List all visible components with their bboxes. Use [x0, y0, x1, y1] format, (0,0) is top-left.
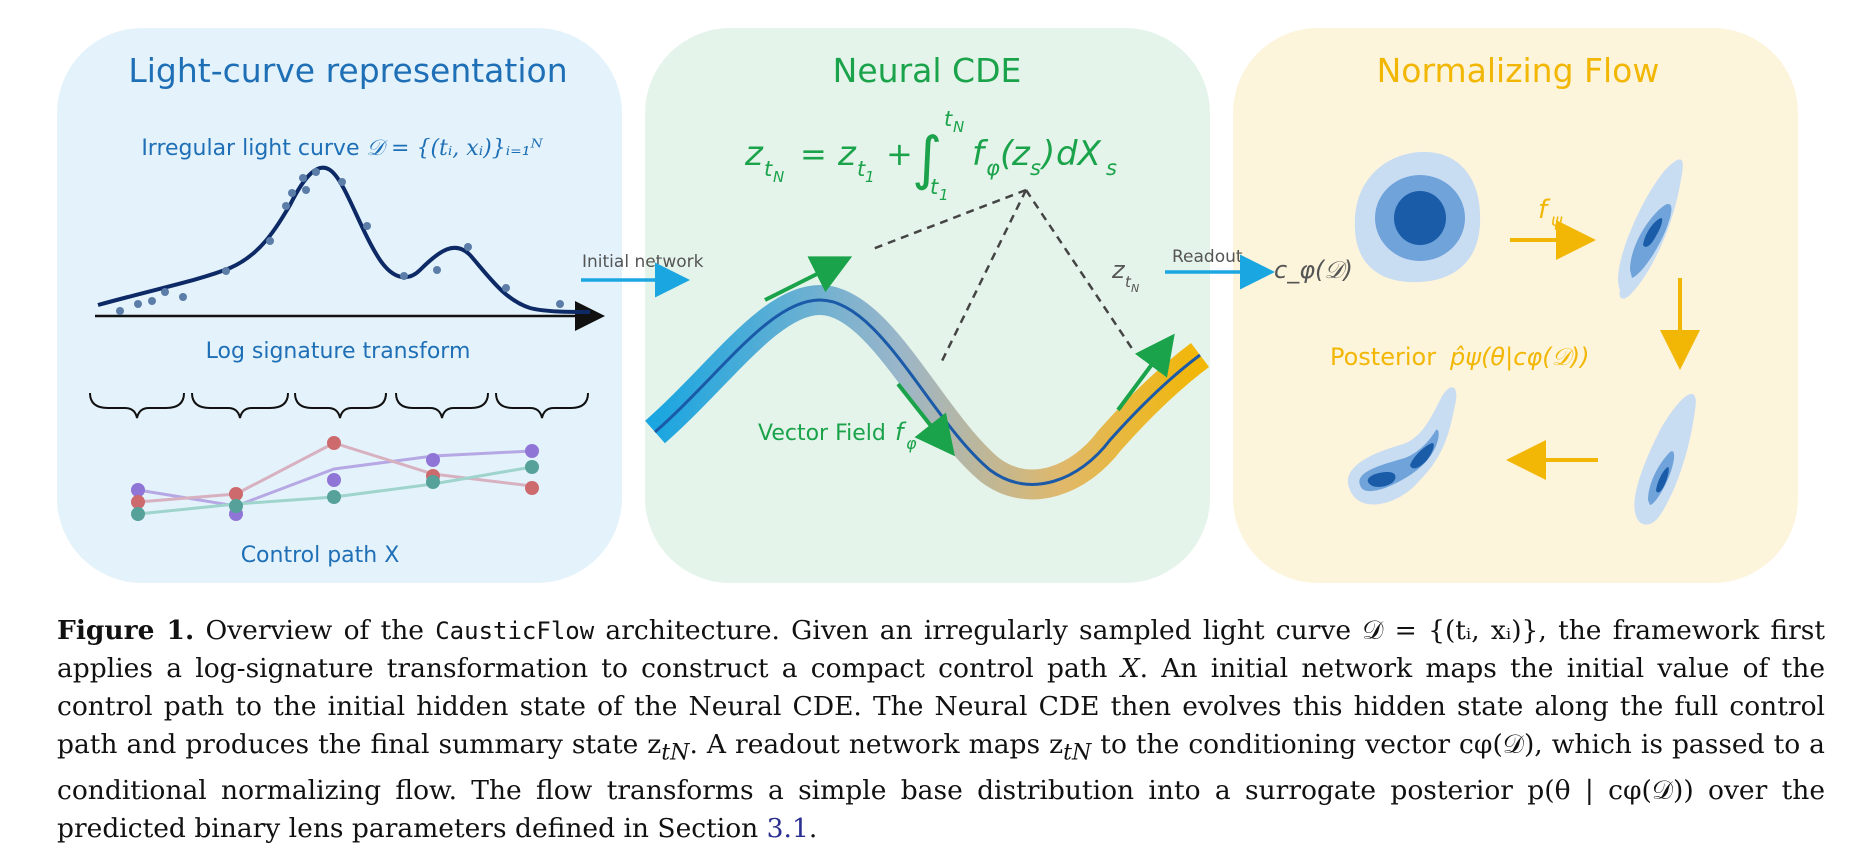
caption-text-2: architecture. Given an irregularly sampl…	[57, 615, 1826, 684]
svg-text:z: z	[1011, 134, 1031, 174]
posterior-math: p̂ψ(θ|cφ(𝒟))	[1449, 343, 1589, 371]
initial-network-label: Initial network	[582, 252, 704, 272]
svg-text:t: t	[944, 107, 953, 131]
svg-text:1: 1	[939, 186, 949, 204]
caption-sub-2: tN	[1063, 740, 1092, 766]
caption-text-1: Overview of the	[194, 615, 436, 646]
vector-field-symbol-sub: φ	[906, 434, 917, 453]
cde-equation: z t N = z t 1 + ∫ t N t 1 f φ ( z s ) dX…	[744, 107, 1117, 204]
svg-text:z: z	[837, 134, 857, 174]
flow-distribution-4	[1347, 387, 1457, 505]
f-psi-sub: ψ	[1551, 211, 1563, 231]
svg-text:s: s	[1106, 156, 1117, 180]
svg-text:(: (	[1000, 134, 1015, 174]
control-path-points	[131, 436, 539, 521]
flow-distribution-2	[1618, 159, 1683, 299]
light-curve-subtitle: Irregular light curve 𝒟 = {(tᵢ, xᵢ)}ᵢ₌₁ᴺ	[141, 136, 543, 161]
svg-text:+: +	[886, 135, 913, 173]
svg-text:∫: ∫	[912, 124, 942, 192]
log-signature-braces	[89, 392, 589, 419]
control-path-label: Control path X	[241, 543, 400, 568]
caption-text-4: . A readout network maps z	[689, 729, 1064, 760]
vector-arrow-1	[764, 256, 853, 302]
neural-cde-panel	[645, 28, 1210, 583]
c-phi-label: c_φ(𝒟)	[1274, 256, 1353, 284]
svg-text:dX: dX	[1056, 134, 1102, 174]
vector-field-dashes	[869, 188, 1135, 366]
z-tN-label: z	[1111, 256, 1126, 284]
architecture-figure: Light-curve representation Irregular lig…	[57, 28, 1798, 583]
svg-text:): )	[1039, 134, 1055, 174]
svg-text:=: =	[800, 135, 827, 173]
log-signature-label: Log signature transform	[206, 339, 471, 364]
svg-text:φ: φ	[986, 156, 1000, 180]
base-distribution	[1354, 151, 1481, 283]
svg-text:N: N	[773, 168, 784, 186]
neural-cde-title: Neural CDE	[833, 51, 1022, 90]
caption-text-6: .	[808, 813, 818, 845]
readout-label: Readout	[1172, 247, 1243, 267]
svg-text:z: z	[744, 134, 764, 174]
hidden-state-trajectory	[654, 298, 1201, 486]
light-curve-panel	[57, 28, 622, 583]
normalizing-flow-title: Normalizing Flow	[1377, 51, 1660, 90]
flow-distribution-3	[1634, 393, 1696, 525]
vector-arrow-2	[896, 382, 955, 457]
normalizing-flow-panel	[1233, 28, 1798, 583]
posterior-label: Posterior	[1330, 343, 1436, 371]
caption-x: X	[1120, 653, 1140, 684]
figure-label: Figure 1.	[57, 615, 195, 646]
vector-field-label: Vector Field	[758, 421, 886, 446]
svg-text:t: t	[930, 175, 939, 199]
svg-text:1: 1	[865, 168, 875, 186]
svg-text:N: N	[953, 118, 964, 136]
svg-text:t: t	[764, 157, 773, 181]
z-tN-sub: t	[1125, 273, 1132, 291]
caption-text-3: . An initial network maps the initial va…	[57, 653, 1825, 760]
svg-text:t: t	[857, 157, 866, 181]
caption-sub-1: tN	[661, 740, 690, 766]
method-name: CausticFlow	[435, 617, 595, 645]
light-curve-title: Light-curve representation	[128, 51, 567, 90]
svg-text:s: s	[1030, 156, 1041, 180]
z-tN-sub2: N	[1131, 282, 1139, 295]
figure-caption: Figure 1. Overview of the CausticFlow ar…	[57, 612, 1825, 848]
caption-text-5: to the conditioning vector cφ(𝒟), which …	[57, 729, 1825, 845]
section-link[interactable]: 3.1	[766, 813, 809, 845]
vector-arrow-3	[1116, 333, 1175, 412]
light-curve-points	[116, 168, 564, 315]
light-curve-line	[97, 165, 591, 314]
